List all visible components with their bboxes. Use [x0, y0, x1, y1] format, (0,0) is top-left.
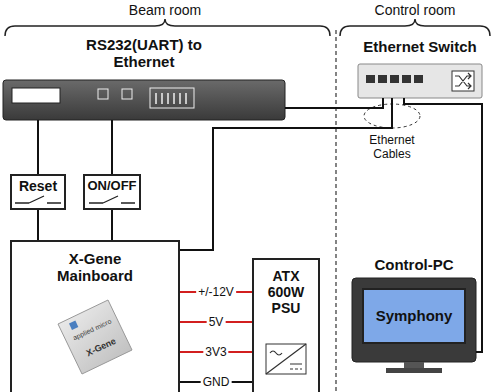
device-body	[3, 80, 285, 120]
switch-symbol	[89, 196, 135, 203]
room-divider	[335, 30, 336, 392]
ethernet-switch: Ethernet Switch	[352, 38, 488, 98]
callout-label: Ethernet Cables	[357, 134, 427, 162]
device-port	[122, 89, 132, 99]
switch-body	[358, 64, 482, 98]
power-supply: ATX 600W PSU	[252, 258, 320, 392]
psu-symbol	[266, 344, 306, 374]
psu-symbol	[266, 344, 306, 374]
device-port	[12, 88, 60, 103]
cable	[37, 120, 39, 174]
brace	[5, 19, 330, 36]
shuffle-icon	[452, 71, 474, 91]
cable	[180, 98, 392, 250]
cable	[37, 210, 39, 240]
node-text: Ethernet Switch	[352, 38, 488, 55]
power-switch: ON/OFF	[83, 174, 141, 210]
monitor-stand	[404, 362, 424, 368]
switch-ports	[366, 75, 423, 83]
monitor-frame	[352, 278, 476, 362]
room-label: Beam room	[129, 2, 201, 18]
voltage-label: +/-12V	[196, 285, 236, 299]
application-screen: Symphony	[362, 288, 466, 344]
node-text: Reset	[12, 178, 64, 194]
mainboard: X-Gene Mainboard	[10, 240, 180, 392]
voltage-label: 5V	[207, 315, 226, 329]
brace	[340, 19, 490, 36]
node-text: RS232(UART) to Ethernet	[59, 36, 229, 71]
node-text: ON/OFF	[85, 179, 139, 194]
node-text: X-Gene Mainboard	[40, 250, 150, 285]
chip-image	[58, 300, 132, 374]
terminal-block	[150, 88, 194, 108]
terminal-pins	[156, 93, 186, 104]
node-text: Symphony	[376, 307, 453, 324]
cable	[111, 120, 113, 174]
converter-device: RS232(UART) to Ethernet	[3, 36, 285, 120]
chip-logo	[69, 321, 78, 330]
voltage-label: GND	[201, 375, 232, 389]
device-port	[98, 89, 108, 99]
control-pc: Control-PC Symphony	[352, 256, 476, 376]
reset-switch: Reset	[10, 174, 66, 210]
cable	[111, 210, 113, 240]
cable	[285, 98, 383, 108]
room-label: Control room	[375, 2, 456, 18]
shuffle-icon	[455, 73, 471, 89]
node-text: Control-PC	[352, 256, 476, 273]
node-text: ATX 600W PSU	[255, 268, 317, 316]
switch-symbol	[15, 196, 61, 203]
monitor-base	[386, 368, 442, 373]
voltage-label: 3V3	[203, 345, 228, 359]
